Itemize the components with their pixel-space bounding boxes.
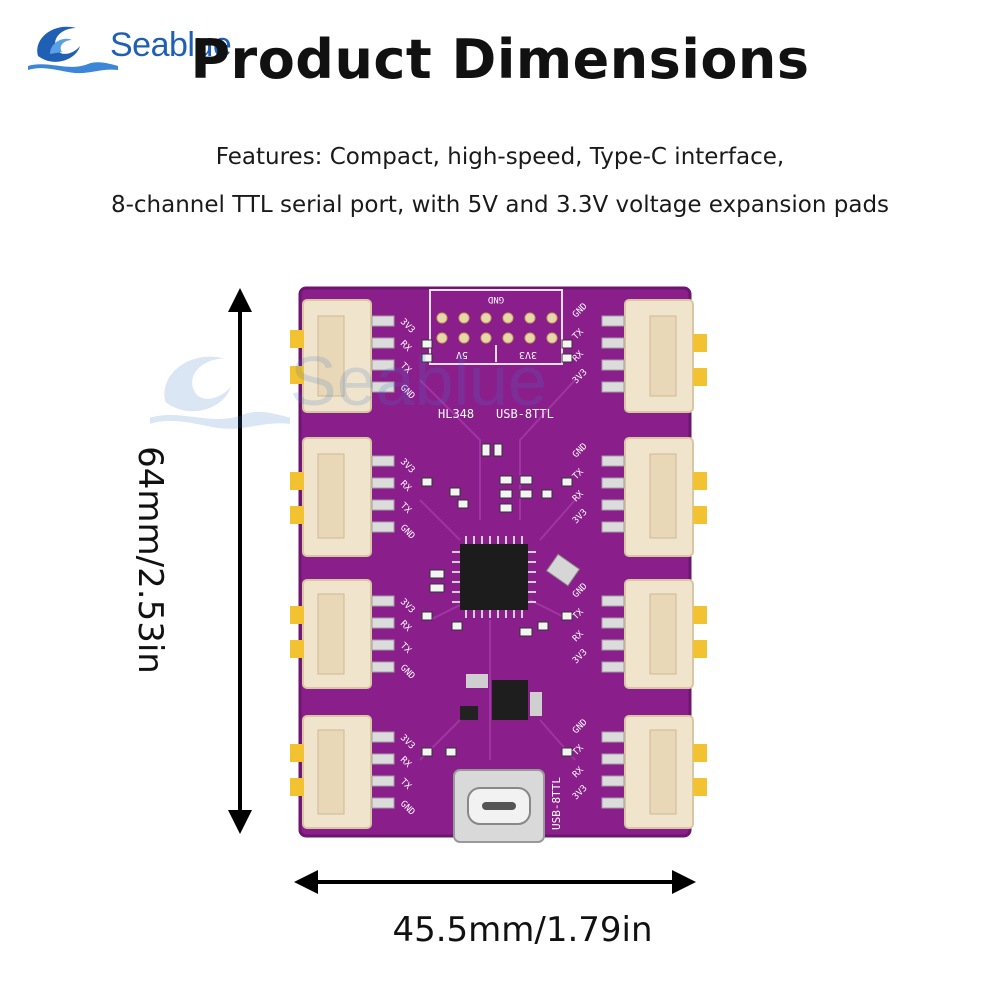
- header-5v-label: 5V: [456, 349, 468, 360]
- connector-left-1: [290, 299, 395, 413]
- width-dimension-label: 45.5mm/1.79in: [392, 910, 653, 950]
- connector-right-1: [601, 299, 707, 413]
- main-ic-chip: [452, 536, 536, 618]
- features-line-1: Features: Compact, high-speed, Type-C in…: [215, 144, 785, 170]
- wave-logo-icon: [28, 26, 118, 74]
- header-3v3-label: 3V3: [519, 349, 537, 360]
- connector-left-2: [290, 437, 395, 557]
- pin-header-pads: [436, 312, 558, 344]
- connector-right-3: [601, 579, 707, 689]
- right-connectors: [601, 299, 707, 829]
- smd-components: [421, 339, 573, 757]
- usb-type-c-port: [453, 769, 545, 843]
- voltage-regulator: [460, 674, 542, 720]
- connector-left-4: [290, 715, 395, 829]
- connector-right-4: [601, 715, 707, 829]
- page-title: Product Dimensions: [190, 28, 810, 91]
- crystal-oscillator: [545, 553, 581, 587]
- header-gnd-label: GND: [488, 294, 504, 304]
- connector-right-2: [601, 437, 707, 557]
- connector-left-3: [290, 579, 395, 689]
- board-name-bottom-label: USB-8TTL: [550, 777, 563, 830]
- brand-name: Seablue: [110, 26, 232, 64]
- brand-logo: Seablue: [28, 14, 232, 76]
- features-line-2: 8-channel TTL serial port, with 5V and 3…: [110, 192, 890, 218]
- brand-watermark: Seablue: [150, 335, 650, 435]
- wave-watermark-icon: [150, 356, 290, 429]
- brand-watermark-text: Seablue: [290, 342, 547, 420]
- height-dimension-label: 64mm/2.53in: [130, 446, 170, 674]
- board-name-label: USB-8TTL: [496, 407, 554, 421]
- left-connectors: [290, 299, 395, 829]
- pin-header-outline: [429, 289, 563, 365]
- board-model-label: HL348: [438, 407, 474, 421]
